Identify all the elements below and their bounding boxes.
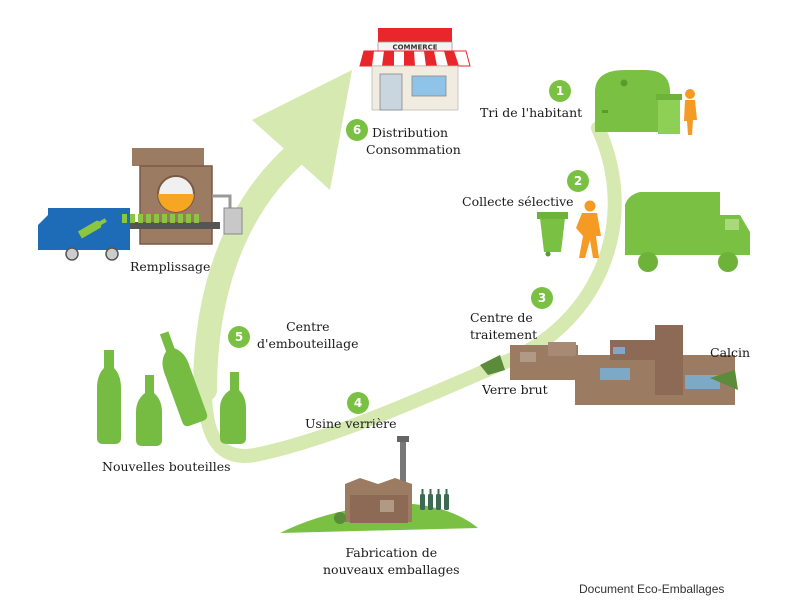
commerce-sign-text: COMMERCE [392, 44, 437, 52]
cycle-arrow-head [252, 70, 352, 190]
fabrication-line-2: nouveaux emballages [323, 562, 460, 577]
delivery-truck-icon [38, 208, 199, 261]
step-4-label: Usine verrière [305, 415, 397, 432]
collection-bin-icon [537, 212, 568, 257]
nouvelles-bouteilles-label: Nouvelles bouteilles [102, 459, 231, 474]
fabrication-line-1: Fabrication de [345, 545, 438, 560]
cycle-arrow-lower [198, 121, 622, 463]
verre-brut-label: Verre brut [482, 382, 548, 397]
step-2-badge: 2 [567, 170, 589, 192]
source-credit: Document Eco-Emballages [579, 582, 725, 596]
shop-icon: COMMERCE [359, 28, 471, 111]
recycling-container-icon [595, 70, 682, 134]
step-1-label: Tri de l'habitant [480, 104, 582, 121]
step-4-line: Usine verrière [305, 416, 397, 431]
new-bottles-icon [97, 331, 246, 446]
person-sorting-icon [684, 89, 697, 135]
cycle-arrow-rising [193, 138, 312, 402]
step-6-line-2: Consommation [366, 142, 461, 157]
collection-truck-icon [625, 192, 750, 272]
step-3-line-1: Centre de [470, 310, 533, 325]
step-6-line-1: Distribution [372, 125, 449, 140]
step-3-label: Centre de traitement [470, 309, 537, 343]
step-6-badge: 6 [346, 119, 368, 141]
step-2-line: Collecte sélective [462, 194, 574, 209]
fabrication-label: Fabrication de nouveaux emballages [323, 544, 460, 578]
remplissage-label: Remplissage [130, 259, 211, 274]
step-5-badge: 5 [228, 326, 250, 348]
step-1-badge: 1 [549, 80, 571, 102]
step-3-badge: 3 [531, 287, 553, 309]
step-5-line-1: Centre [286, 319, 330, 334]
step-4-badge: 4 [347, 392, 369, 414]
calcin-label: Calcin [710, 345, 751, 360]
step-5-label: Centre d'embouteillage [257, 318, 359, 352]
step-1-line: Tri de l'habitant [480, 105, 583, 120]
step-2-label: Collecte sélective [462, 193, 574, 210]
step-5-line-2: d'embouteillage [257, 336, 359, 351]
bottling-machine-icon [122, 148, 243, 245]
step-3-line-2: traitement [470, 327, 538, 342]
step-6-label: Distribution Consommation [366, 124, 461, 158]
treatment-center-icon [480, 325, 738, 405]
glass-factory-icon [280, 436, 478, 533]
person-collecting-icon [576, 200, 601, 258]
